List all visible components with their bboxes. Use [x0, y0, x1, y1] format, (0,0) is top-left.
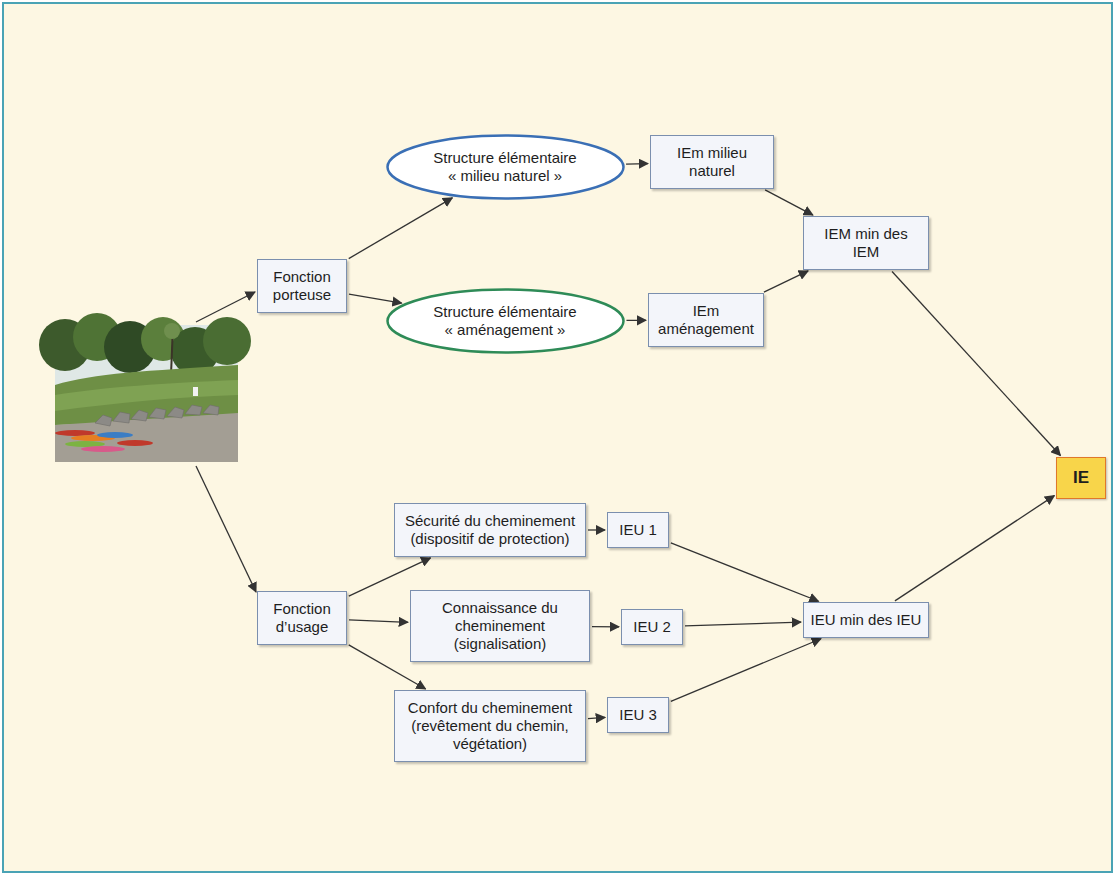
criterion-box: Sécurité du cheminement (dispositif de p… — [394, 503, 586, 557]
arrow-connector — [895, 496, 1054, 601]
index-box: IEU 1 — [607, 512, 669, 548]
arrow-connector — [349, 198, 453, 259]
node-text: Confort du cheminement (revêtement du ch… — [401, 699, 579, 753]
site-photo — [39, 313, 251, 462]
arrow-connector — [626, 163, 648, 165]
photo-arrow — [196, 466, 256, 592]
arrow-connector — [671, 639, 821, 702]
index-box: IEM min des IEM — [803, 216, 929, 270]
photo-arrow — [196, 292, 255, 322]
index-box: IEU 3 — [607, 697, 669, 733]
node-text: IEU 2 — [628, 618, 676, 636]
arrow-connector — [765, 190, 813, 215]
arrow-connector — [671, 543, 819, 601]
index-box: IEU 2 — [621, 609, 683, 645]
arrow-connector — [685, 622, 801, 626]
node-text: IEm milieu naturel — [657, 144, 767, 180]
arrow-connector — [764, 271, 808, 292]
structure-ellipse: Structure élémentaire « milieu naturel » — [386, 134, 625, 200]
node-text: IEm aménagement — [655, 302, 757, 338]
criterion-box: Connaissance du cheminement (signalisati… — [410, 590, 590, 662]
node-text: Structure élémentaire « aménagement » — [423, 303, 588, 339]
index-box: IEm aménagement — [648, 293, 764, 347]
index-box: IEm milieu naturel — [650, 135, 774, 189]
ellipse-shape — [387, 290, 623, 353]
node-text: Structure élémentaire « milieu naturel » — [423, 149, 588, 185]
node-text: Fonction d’usage — [264, 600, 340, 636]
node-text: IE — [1061, 469, 1101, 487]
arrow-connector — [349, 620, 408, 622]
function-box: Fonction porteuse — [257, 259, 347, 313]
arrow-connector — [892, 271, 1060, 455]
function-box: Fonction d’usage — [257, 591, 347, 645]
node-text: IEU 1 — [614, 521, 662, 539]
node-text: IEU min des IEU — [810, 611, 922, 629]
structure-ellipse: Structure élémentaire « aménagement » — [386, 288, 625, 354]
result-box: IE — [1056, 457, 1106, 499]
node-text: Fonction porteuse — [264, 268, 340, 304]
arrow-connector — [592, 626, 619, 627]
arrow-connector — [626, 320, 646, 321]
criterion-box: Confort du cheminement (revêtement du ch… — [394, 690, 586, 762]
arrow-connector — [588, 717, 605, 718]
ellipse-shape — [387, 136, 623, 199]
panel-frame — [3, 3, 1112, 872]
arrow-connector — [588, 529, 605, 530]
arrow-connector — [349, 294, 402, 303]
node-text: Sécurité du cheminement (dispositif de p… — [401, 512, 579, 548]
node-text: Connaissance du cheminement (signalisati… — [417, 599, 583, 653]
index-box: IEU min des IEU — [803, 602, 929, 638]
node-text: IEM min des IEM — [810, 225, 922, 261]
node-text: IEU 3 — [614, 706, 662, 724]
